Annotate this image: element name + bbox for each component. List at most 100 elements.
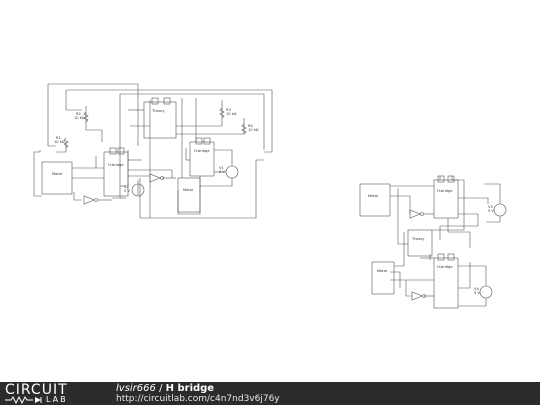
pin bbox=[151, 97, 159, 105]
label-hbridge-4: H-bridge bbox=[437, 265, 453, 269]
theory-block[interactable] bbox=[143, 101, 177, 139]
label-r4-value: 10 kΩ bbox=[248, 128, 259, 132]
inverter-bubble bbox=[94, 198, 98, 202]
label-v4: V4 bbox=[474, 287, 479, 291]
label-r3-value: 10 kΩ bbox=[226, 112, 237, 116]
hbridge-block-4[interactable] bbox=[433, 257, 459, 309]
wire bbox=[85, 106, 103, 142]
inverter-bubble bbox=[160, 176, 164, 180]
footer-bar: CIRCUIT LAB lvsir666 / H bridge http://c… bbox=[0, 382, 540, 405]
hbridge-block-2[interactable] bbox=[189, 141, 215, 177]
label-motor-3: Motor bbox=[368, 194, 379, 198]
pin bbox=[447, 175, 455, 183]
motor-block-2[interactable] bbox=[177, 177, 201, 213]
wire bbox=[128, 169, 173, 178]
wire bbox=[486, 216, 501, 223]
resistor-r2[interactable] bbox=[83, 111, 89, 123]
label-r3: R3 bbox=[226, 108, 231, 112]
pin bbox=[109, 147, 117, 155]
hbridge-block-3[interactable] bbox=[433, 179, 459, 219]
motor-block[interactable] bbox=[41, 161, 73, 195]
voltage-source-v1[interactable] bbox=[225, 165, 239, 179]
inverter-bubble bbox=[422, 294, 426, 298]
label-v1-value: 5 V bbox=[219, 170, 225, 174]
author-name[interactable]: lvsir666 bbox=[116, 383, 156, 394]
label-r4: R4 bbox=[248, 124, 253, 128]
label-v3-value: 5 V bbox=[488, 209, 494, 213]
wire bbox=[458, 262, 471, 289]
pin bbox=[203, 137, 211, 145]
pin bbox=[195, 137, 203, 145]
inverter[interactable] bbox=[149, 173, 161, 183]
wire bbox=[405, 280, 412, 297]
logo-circuit-text: CIRCUIT bbox=[5, 382, 68, 398]
label-v2: V2 bbox=[124, 185, 129, 189]
theory-block-2[interactable] bbox=[407, 229, 433, 257]
wire bbox=[66, 89, 273, 153]
resistor-r3[interactable] bbox=[219, 107, 225, 119]
wire bbox=[439, 213, 479, 240]
inverter[interactable] bbox=[409, 209, 421, 219]
voltage-source-v3[interactable] bbox=[493, 203, 507, 217]
label-r2: R2 bbox=[76, 112, 81, 116]
wire bbox=[397, 188, 408, 245]
voltage-source-v2[interactable] bbox=[131, 183, 145, 197]
project-name: H bridge bbox=[165, 383, 215, 394]
voltage-source-v4[interactable] bbox=[479, 285, 493, 299]
project-title: lvsir666 / H bridge bbox=[116, 383, 214, 394]
resistor-r4[interactable] bbox=[241, 123, 247, 135]
pin bbox=[163, 97, 171, 105]
wire bbox=[390, 271, 401, 288]
schematic-canvas[interactable]: Theory H-bridge H-bridge Motor Motor R1 … bbox=[0, 0, 540, 382]
wire bbox=[390, 195, 411, 214]
logo-lab-text: LAB bbox=[46, 395, 68, 404]
project-url[interactable]: http://circuitlab.com/c4n7nd3v6j76y bbox=[116, 394, 280, 404]
label-hbridge-2: H-bridge bbox=[194, 149, 210, 153]
circuitlab-logo[interactable]: CIRCUIT LAB bbox=[2, 383, 94, 404]
wire bbox=[48, 83, 139, 146]
wire bbox=[176, 100, 223, 127]
wire bbox=[139, 159, 264, 219]
label-theory-2: Theory bbox=[411, 237, 425, 241]
label-motor: Motor bbox=[52, 172, 63, 176]
wire bbox=[214, 149, 233, 166]
motor-block-4[interactable] bbox=[371, 261, 395, 295]
wire bbox=[120, 93, 265, 150]
wire bbox=[458, 298, 487, 307]
pin bbox=[117, 147, 125, 155]
wire bbox=[458, 197, 489, 204]
label-v2-value: 5 V bbox=[124, 189, 130, 193]
label-r1-value: 10 kΩ bbox=[54, 140, 65, 144]
motor-block-3[interactable] bbox=[359, 183, 391, 217]
wire bbox=[33, 150, 42, 197]
inverter[interactable] bbox=[83, 195, 95, 205]
inverter[interactable] bbox=[411, 291, 423, 301]
pin bbox=[447, 253, 455, 261]
wire bbox=[65, 90, 82, 111]
label-r1: R1 bbox=[56, 136, 61, 140]
wire bbox=[394, 232, 405, 267]
wire bbox=[484, 183, 501, 204]
logo-wire-icon bbox=[5, 396, 42, 404]
pin bbox=[437, 175, 445, 183]
label-motor-2: Motor bbox=[183, 188, 194, 192]
wire bbox=[47, 84, 56, 147]
label-r2-value: 10 kΩ bbox=[74, 116, 85, 120]
resistor-r1[interactable] bbox=[63, 137, 69, 149]
label-v1: V1 bbox=[219, 166, 224, 170]
wire bbox=[177, 176, 201, 215]
label-hbridge-3: H-bridge bbox=[437, 189, 453, 193]
pin bbox=[437, 253, 445, 261]
label-v4-value: 5 V bbox=[474, 291, 480, 295]
wire bbox=[458, 265, 487, 286]
label-v3: V3 bbox=[488, 205, 493, 209]
wire bbox=[200, 178, 233, 187]
wire bbox=[447, 218, 471, 248]
title-separator: / bbox=[155, 383, 166, 394]
wire bbox=[73, 192, 82, 201]
label-theory: Theory bbox=[151, 109, 165, 113]
wire bbox=[112, 94, 121, 199]
wire bbox=[432, 176, 465, 231]
label-hbridge: H-bridge bbox=[108, 163, 124, 167]
inverter-bubble bbox=[420, 212, 424, 216]
